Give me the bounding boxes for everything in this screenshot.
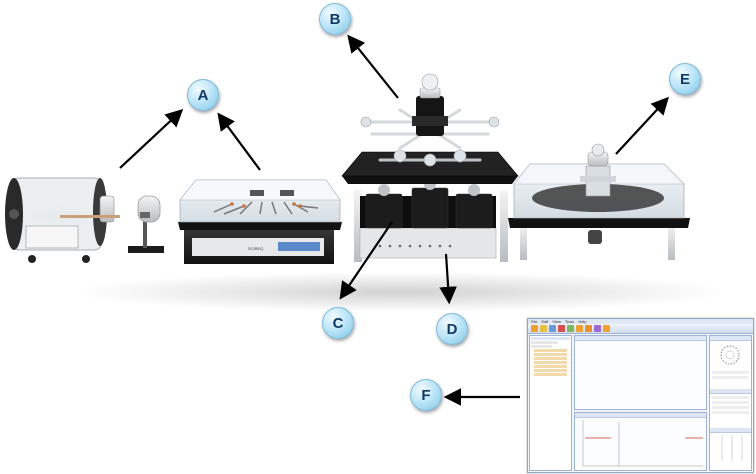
- software-toolbar-button: [540, 325, 547, 332]
- callout-a-label: A: [197, 86, 209, 104]
- software-top-pane: [574, 335, 707, 410]
- software-toolbar-button: [549, 325, 556, 332]
- software-toolbar-button: [594, 325, 601, 332]
- callout-f: F: [410, 379, 442, 411]
- arrow-c: [339, 221, 393, 300]
- sensor-stand: [128, 195, 164, 253]
- software-screenshot: File Edit View Tools Help: [527, 318, 754, 473]
- callout-e: E: [669, 63, 701, 95]
- module-a: SCIREQ: [178, 179, 342, 264]
- callout-d: D: [436, 313, 468, 345]
- module-e: [508, 143, 690, 260]
- software-menu-item: Tools: [564, 319, 575, 324]
- callout-e-label: E: [679, 70, 690, 88]
- software-menu-bar: File Edit View Tools Help: [528, 319, 753, 324]
- arrow-b: [347, 34, 399, 99]
- restrainer-tube: [5, 177, 120, 263]
- callout-c: C: [322, 307, 354, 339]
- software-dial-icon: [720, 345, 740, 365]
- pointer-arrows: [119, 34, 669, 406]
- callout-c-label: C: [332, 314, 344, 332]
- software-toolbar-button: [558, 325, 565, 332]
- software-menu-item: File: [531, 319, 538, 324]
- module-center: [341, 73, 519, 262]
- svg-text:SCIREQ: SCIREQ: [248, 246, 263, 251]
- callout-b: B: [319, 3, 351, 35]
- software-menu-item: Edit: [541, 319, 549, 324]
- software-toolbar-button: [603, 325, 610, 332]
- software-menu-item: View: [552, 319, 561, 324]
- software-trace-chart: [582, 420, 703, 467]
- software-side-panel: [709, 335, 752, 471]
- arrow-e: [615, 96, 669, 155]
- software-tree-panel: [529, 335, 572, 471]
- software-toolbar-button: [576, 325, 583, 332]
- software-menu-item: Help: [578, 319, 587, 324]
- arrow-d: [439, 253, 457, 305]
- software-toolbar-button: [531, 325, 538, 332]
- arrow-a-right: [217, 112, 261, 171]
- callout-a: A: [187, 79, 219, 111]
- callout-f-label: F: [421, 386, 431, 404]
- arrow-a-left: [119, 108, 184, 169]
- software-toolbar-button: [567, 325, 574, 332]
- callout-b-label: B: [329, 10, 341, 28]
- software-toolbar-button: [585, 325, 592, 332]
- floor-shadow: [70, 272, 730, 312]
- software-toolbar: [528, 324, 753, 334]
- software-chart-pane: [574, 412, 707, 471]
- callout-d-label: D: [446, 320, 458, 338]
